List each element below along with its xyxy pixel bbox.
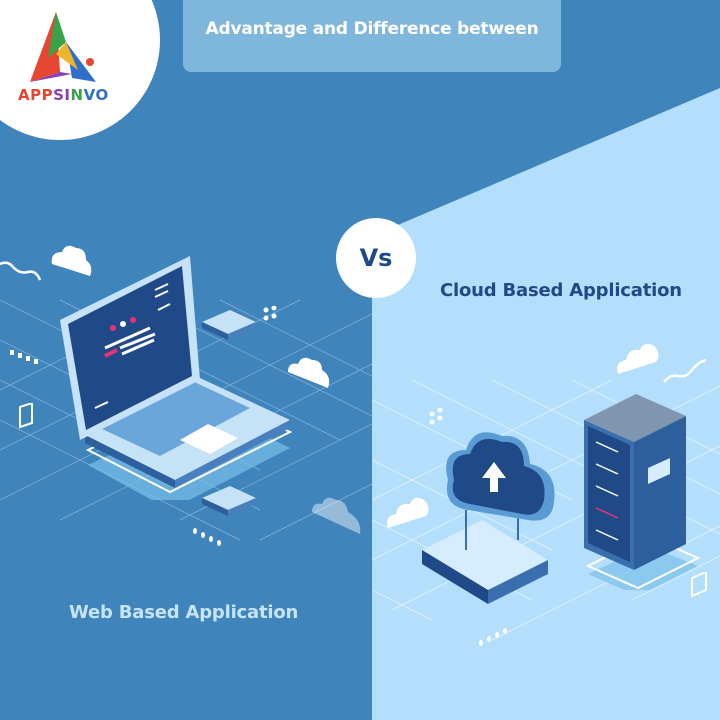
server-rack-illustration (584, 394, 701, 590)
vs-badge: Vs (336, 218, 416, 298)
appsinvo-logo-mark (30, 12, 96, 82)
dots-cluster-decoration (429, 407, 443, 425)
logo-letter: A (18, 86, 31, 104)
squiggle-decoration (0, 261, 42, 281)
cloud-icon (387, 497, 429, 528)
cloud-based-title: Cloud Based Application (440, 280, 682, 301)
logo-letter: P (30, 86, 42, 104)
cloud-icon (312, 497, 361, 534)
logo-letter: P (41, 86, 54, 104)
dots-decoration (10, 350, 38, 364)
header-banner: Advantage and Difference between (183, 0, 561, 72)
page-title: Advantage and Difference between (205, 19, 539, 39)
logo-letter: S (53, 86, 65, 104)
dots-decoration (479, 628, 507, 646)
dots-decoration (193, 528, 221, 546)
squiggle-decoration (663, 358, 707, 383)
cloud-icon (51, 245, 92, 276)
logo-letter: V (83, 86, 96, 104)
logo-letter: I (64, 86, 71, 104)
logo-letter: N (70, 86, 84, 104)
chip-decoration-top (202, 310, 256, 340)
appsinvo-wordmark: APPSINVO (18, 86, 109, 104)
laptop-illustration (60, 256, 293, 500)
web-based-title: Web Based Application (69, 602, 299, 623)
chip-decoration-bottom (202, 486, 256, 516)
square-outline-decoration (691, 572, 707, 598)
cloud-upload-illustration (422, 432, 555, 604)
vs-label: Vs (359, 244, 393, 272)
dots-cluster-decoration (263, 306, 277, 321)
logo-letter: O (95, 86, 109, 104)
cloud-icon (617, 343, 659, 374)
cloud-icon (288, 357, 330, 388)
square-outline-decoration (19, 403, 33, 429)
